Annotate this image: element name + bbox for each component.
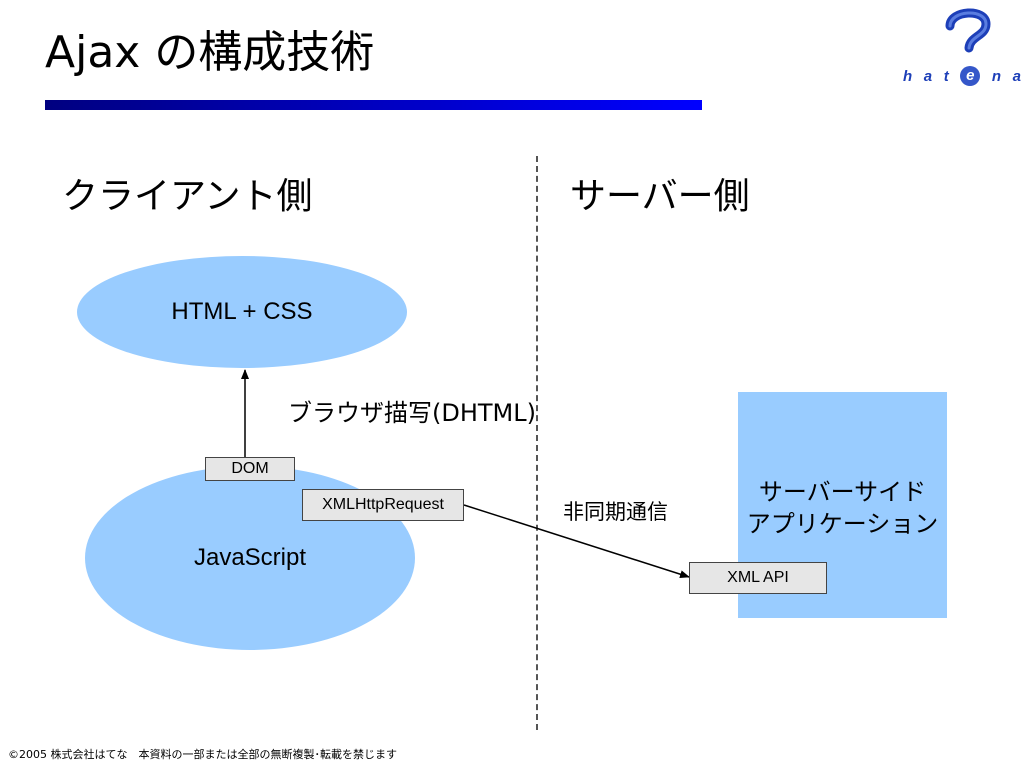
logo-letter: n xyxy=(991,67,1002,85)
logo-letter: t xyxy=(943,67,949,85)
title-underline-bar xyxy=(45,100,702,110)
xmlhttprequest-label: XMLHttpRequest xyxy=(322,496,444,513)
server-application-label-line2: アプリケーション xyxy=(746,510,939,539)
dom-box: DOM xyxy=(205,457,295,481)
logo-letter-circled: e xyxy=(960,66,981,86)
client-side-heading: クライアント側 xyxy=(62,176,313,217)
client-server-divider xyxy=(536,156,538,730)
logo-letter: a xyxy=(1012,67,1021,85)
xml-api-box: XML API xyxy=(689,562,827,594)
html-css-node: HTML + CSS xyxy=(77,256,407,368)
dom-label: DOM xyxy=(231,460,269,477)
server-side-heading: サーバー側 xyxy=(570,176,750,217)
server-application-label-line1: サーバーサイド xyxy=(758,478,927,506)
async-communication-label: 非同期通信 xyxy=(563,500,668,524)
logo-letter: a xyxy=(923,67,933,85)
xhr-to-xml-api-arrow xyxy=(463,504,690,579)
server-application-label: サーバーサイド アプリケーション xyxy=(738,476,947,541)
question-mark-logo-icon xyxy=(945,8,991,53)
hatena-logo: h a t e n a xyxy=(903,64,1021,88)
javascript-label: JavaScript xyxy=(193,544,307,571)
xmlhttprequest-box: XMLHttpRequest xyxy=(302,489,464,521)
copyright-footer: ©2005 株式会社はてな 本資料の一部または全部の無断複製･転載を禁じます xyxy=(8,748,397,761)
xml-api-label: XML API xyxy=(727,569,789,586)
browser-render-label: ブラウザ描写(DHTML) xyxy=(288,399,536,427)
html-css-label: HTML + CSS xyxy=(171,298,313,325)
logo-letter: h xyxy=(903,67,913,85)
slide-title: Ajax の構成技術 xyxy=(45,27,375,78)
